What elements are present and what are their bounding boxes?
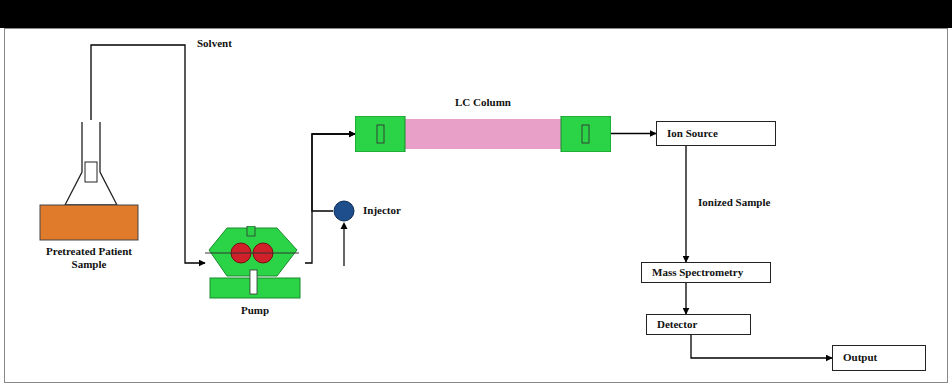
sample-container: Pretreated Patient Sample	[35, 120, 147, 280]
top-bar	[0, 0, 952, 28]
box-label: Mass Spectrometry	[652, 266, 743, 279]
process-box: Output	[832, 345, 926, 371]
flow-arrow	[305, 134, 355, 263]
process-box: Ion Source	[656, 121, 776, 146]
edge-label: Ionized Sample	[696, 196, 772, 208]
flow-arrow	[685, 146, 686, 262]
node-label: LC Column	[355, 96, 611, 109]
flow-arrow	[611, 133, 656, 134]
process-box: Mass Spectrometry	[641, 262, 771, 283]
node-label: Injector	[363, 204, 401, 217]
process-box: Detector	[646, 314, 751, 335]
pump-symbol: Pump	[205, 226, 305, 322]
flow-arrow	[685, 283, 686, 314]
flow-arrow	[312, 134, 355, 211]
node-label: Pump	[205, 304, 305, 317]
injector-symbol: Injector	[333, 199, 401, 223]
flask-on-block	[35, 120, 147, 242]
pump-shape	[205, 226, 305, 300]
edge-label: Solvent	[195, 37, 234, 49]
column-shape	[355, 116, 611, 152]
box-label: Ion Source	[667, 127, 718, 140]
injector-circle	[333, 200, 355, 222]
box-label: Output	[843, 351, 877, 364]
lc-column: LC Column	[355, 96, 611, 152]
node-label: Pretreated Patient Sample	[35, 245, 143, 271]
frame	[5, 29, 948, 383]
feed-line	[343, 226, 344, 266]
box-label: Detector	[657, 318, 697, 331]
feed-arrowhead	[341, 222, 348, 229]
flow-arrow	[691, 335, 832, 358]
